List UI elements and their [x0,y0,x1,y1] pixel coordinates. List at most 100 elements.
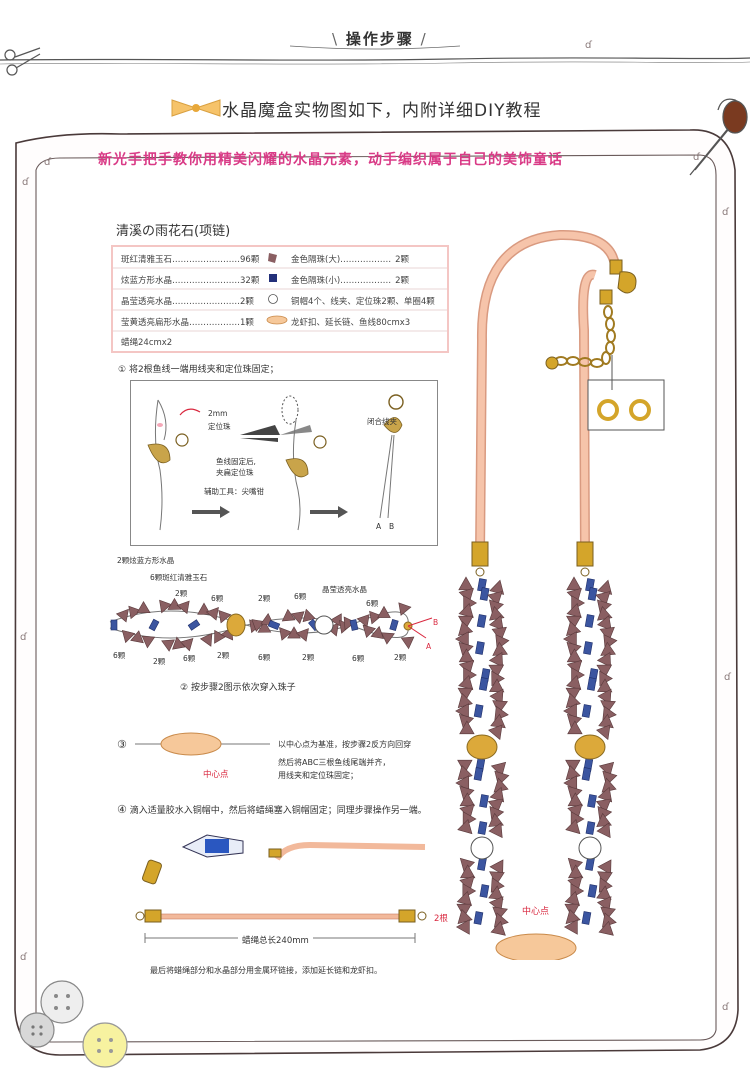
safety-pin-icon [689,98,748,176]
red-stone-bead [567,792,584,807]
red-stone-bead [597,859,612,875]
red-stone-bead [563,775,578,791]
red-stone-bead [302,608,316,623]
blue-square-bead [473,767,484,781]
red-stone-bead [459,864,476,879]
step1-bead-label: 定位珠 [208,422,231,431]
step4-final-text: 最后将蜡绳部分和水晶部分用金属环链接，添加延长链和龙虾扣。 [150,966,382,975]
red-stone-bead [456,890,472,907]
red-stone-bead [595,798,612,814]
blue-square-bead [477,821,488,835]
red-stone-bead [214,629,227,644]
blue-square-bead [479,884,490,898]
step2-count-label: 6颗 [183,654,196,663]
svg-text:ɗ: ɗ [722,207,730,218]
red-stone-bead [595,591,611,607]
red-stone-bead [566,576,582,591]
red-stone-bead [489,579,505,595]
red-stone-bead [596,885,612,900]
red-stone-bead [487,591,503,607]
blue-square-bead [475,641,485,655]
blue-square-bead [583,641,593,655]
step2-clear-label: 晶莹透亮水晶 [322,585,367,594]
red-stone-bead [488,822,503,839]
red-stone-bead [488,652,504,668]
red-stone-bead [400,636,415,650]
red-stone-bead [597,688,612,705]
step1-fixed-line1: 鱼线固定后, [216,457,256,466]
blue-square-bead [581,704,592,718]
red-stone-bead [295,628,309,642]
red-stone-bead [136,601,151,613]
red-stone-bead [563,631,577,647]
step2-blue-label: 2颗炫蓝方形水晶 [117,556,175,565]
red-stone-bead [159,599,172,614]
step2-a-label: A [426,642,432,651]
blue-square-bead [585,821,596,835]
step3-line3: 用线夹和定位珠固定； [278,771,358,780]
red-stone-bead [596,664,613,679]
red-stone-bead [567,864,584,879]
blue-square-bead [473,911,484,925]
red-stone-bead [488,885,504,900]
red-stone-bead [565,759,581,774]
step1-text: ① 将2根鱼线一端用线夹和定位珠固定； [118,365,279,375]
red-stone-bead [455,919,470,935]
step3-num: ③ [117,738,127,751]
blue-square-bead [110,619,118,631]
blue-square-icon [269,274,277,282]
scissors-icon [4,47,41,76]
red-stone-bead [130,630,144,644]
material-row: 金色隔珠(小)………………2颗 [291,276,410,286]
step1-tool-label: 辅助工具：尖嘴钳 [204,487,264,496]
blue-square-bead [581,767,592,781]
product-name: 清溪の雨花石(项链) [116,224,231,239]
red-stone-bead [279,627,293,641]
material-row: 金色隔珠(大)………………2颗 [291,255,410,265]
red-stone-bead [596,896,612,912]
red-stone-bead [281,608,296,622]
red-stone-bead [398,602,412,616]
step1-size-label: 2mm [208,409,228,418]
material-row: 铜帽4个、线夹、定位珠2颗、单圈4颗 [291,297,435,307]
red-stone-bead [565,818,581,835]
red-stone-bead [369,610,383,625]
red-stone-bead [287,626,301,639]
blue-square-bead [478,677,489,691]
step1-close-label: 闭合线夹 [367,417,397,426]
red-stone-bead [597,615,612,631]
red-stone-bead [489,786,505,803]
red-stone-bead [492,906,508,922]
main-title: 水晶魔盒实物图如下，内附详细DIY教程 [222,101,542,121]
step2-count-label: 6颗 [211,594,224,603]
subtitle: 新光手把手教你用精美闪耀的水晶元素，动手编织属于自己的美饰童话 [98,152,563,168]
red-stone-bead [381,632,395,645]
blue-square-bead [267,619,281,631]
red-stone-bead [180,638,194,652]
red-stone-bead [600,700,616,715]
red-stone-bead [596,822,611,839]
step2-count-label: 2颗 [153,657,166,666]
step2-b-label: B [433,618,439,627]
red-stone-bead [490,920,506,936]
material-row: 晶莹透亮水晶……………………2颗 [121,297,254,307]
step2-count-label: 2颗 [217,651,230,660]
red-stone-bead [488,724,503,741]
red-stone-bead [492,700,508,715]
red-stone-bead [218,610,232,624]
step1-box [130,380,438,546]
red-stone-bead [564,903,580,918]
red-stone-bead [458,674,474,691]
step2-count-label: 6颗 [258,653,271,662]
red-stone-bead [362,624,376,638]
blue-square-bead [389,618,399,632]
step2-count-label: 2颗 [302,653,315,662]
blue-square-bead [479,587,490,601]
step2-count-label: 6颗 [366,599,379,608]
yellow-flat-crystal-icon [266,315,288,325]
blue-square-bead [476,614,487,628]
step2-count-label: 2颗 [258,594,271,603]
red-stone-bead [161,639,175,652]
red-stone-bead [488,896,504,912]
red-stone-bead [489,615,504,631]
